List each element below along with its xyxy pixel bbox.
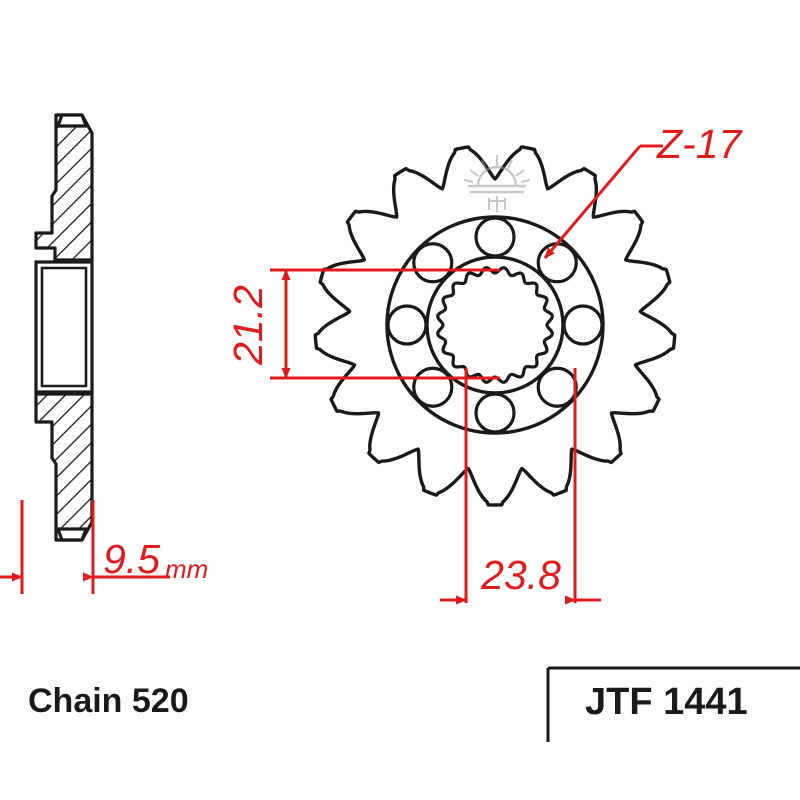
lightening-hole [536,366,578,408]
thickness-unit-label: mm [165,554,208,584]
sunrise-logo-icon [463,155,531,212]
teeth-leader-line [543,145,642,259]
section-bore-wall-inner [40,266,88,388]
section-top-tip [56,113,88,128]
lightening-hole [474,216,516,258]
dimension-thickness: 9.5 mm [0,500,208,594]
pcd-value-label: 21.2 [225,285,271,366]
teeth-count-label: Z-17 [656,121,744,167]
lightening-hole [474,392,516,434]
dimension-bore-horizontal: 23.8 [440,368,601,605]
lightening-hole [562,304,604,346]
lightening-hole [412,242,454,284]
lightening-hole [386,304,428,346]
lightening-hole-group [386,216,604,434]
lightening-hole [536,242,578,284]
section-upper-profile [34,113,94,262]
callout-teeth-count: Z-17 [543,121,744,259]
section-lower-profile [34,392,94,542]
side-cross-section-view [34,113,94,542]
part-number-label: JTF 1441 [585,681,748,723]
bore-value-label: 23.8 [480,552,561,598]
thickness-value-label: 9.5 [103,536,160,582]
front-view [313,145,677,507]
chain-label: Chain 520 [28,682,189,720]
lightening-hole [412,366,454,408]
splined-bore-outline [436,266,554,384]
section-bottom-tip [56,527,88,542]
footer: Chain 520 JTF 1441 [28,666,800,742]
dimension-pcd-vertical: 21.2 [225,268,500,380]
